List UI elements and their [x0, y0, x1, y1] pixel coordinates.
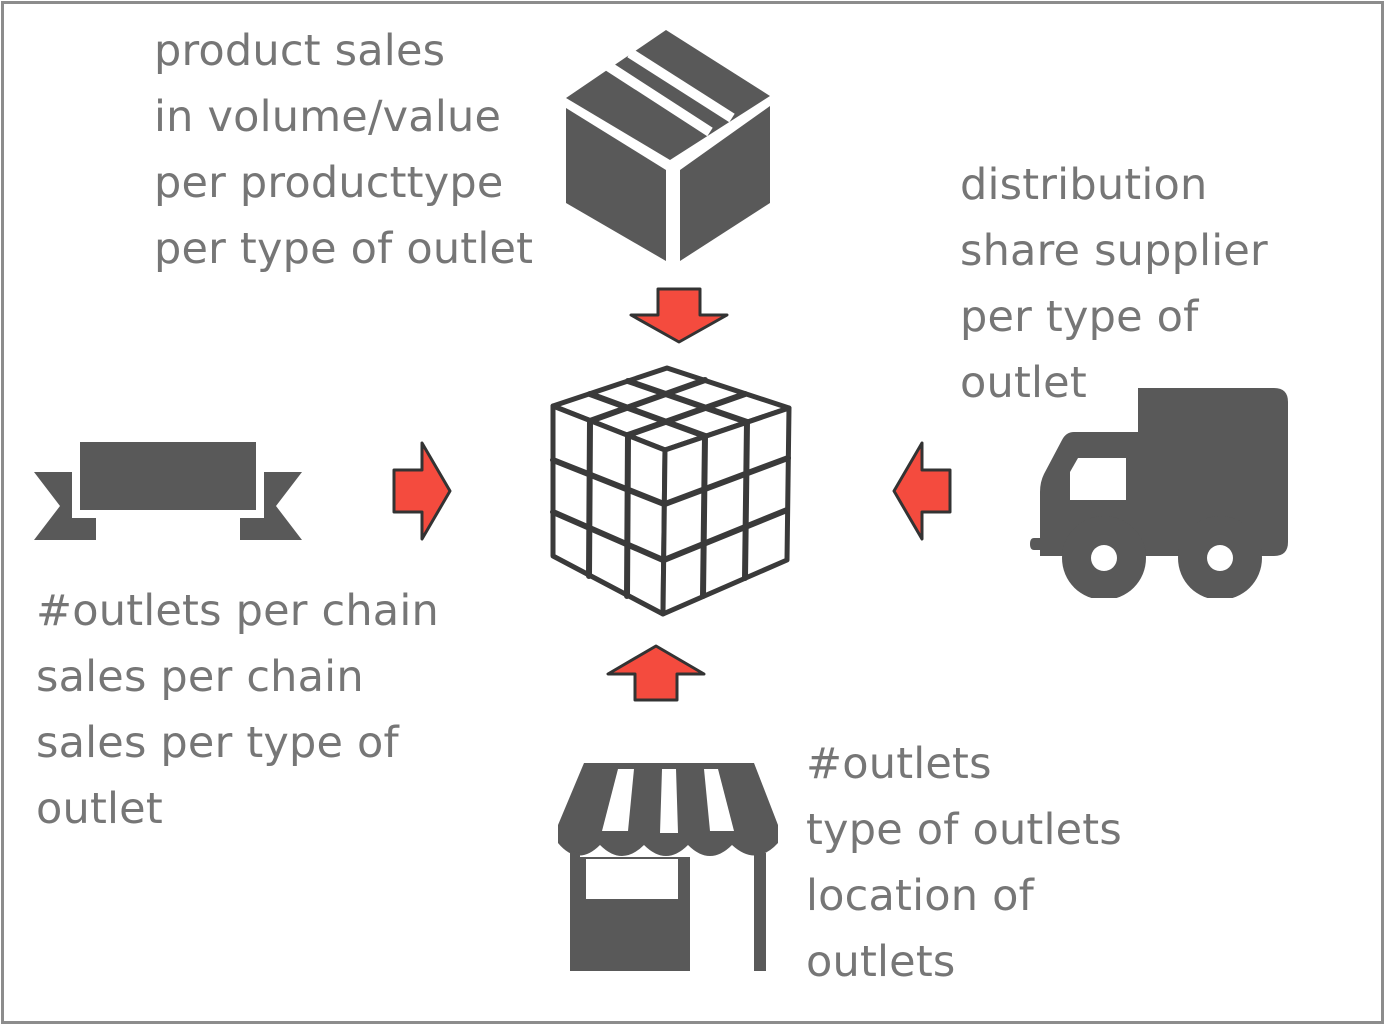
left-label-line: sales per chain: [36, 652, 364, 702]
right-label: distribution share supplier per type of …: [960, 152, 1268, 416]
right-label-line: outlet: [960, 358, 1087, 408]
delivery-truck-icon: [1030, 388, 1290, 608]
bottom-label-line: type of outlets: [806, 805, 1122, 855]
top-label-line: in volume/value: [154, 92, 502, 142]
package-box-icon: [566, 30, 770, 261]
top-label-line: product sales: [154, 26, 446, 76]
right-label-line: distribution: [960, 160, 1208, 210]
arrow-left-icon: [892, 441, 952, 541]
right-label-line: share supplier: [960, 226, 1268, 276]
bottom-label-line: #outlets: [806, 739, 992, 789]
left-label-line: sales per type of: [36, 718, 399, 768]
left-label: #outlets per chain sales per chain sales…: [36, 578, 439, 842]
bottom-label-line: location of: [806, 871, 1034, 921]
arrow-down-icon: [629, 287, 729, 344]
right-label-line: per type of: [960, 292, 1199, 342]
left-label-line: outlet: [36, 784, 163, 834]
arrow-right-icon: [392, 441, 452, 541]
bottom-label-line: outlets: [806, 937, 956, 987]
arrow-up-icon: [606, 644, 706, 702]
top-label-line: per type of outlet: [154, 224, 534, 274]
store-awning-icon: [558, 763, 778, 971]
ribbon-banner-icon: [34, 442, 302, 540]
top-label: product sales in volume/value per produc…: [154, 18, 533, 282]
data-cube-icon: [550, 365, 792, 617]
left-label-line: #outlets per chain: [36, 586, 439, 636]
bottom-label: #outlets type of outlets location of out…: [806, 731, 1122, 995]
top-label-line: per producttype: [154, 158, 504, 208]
